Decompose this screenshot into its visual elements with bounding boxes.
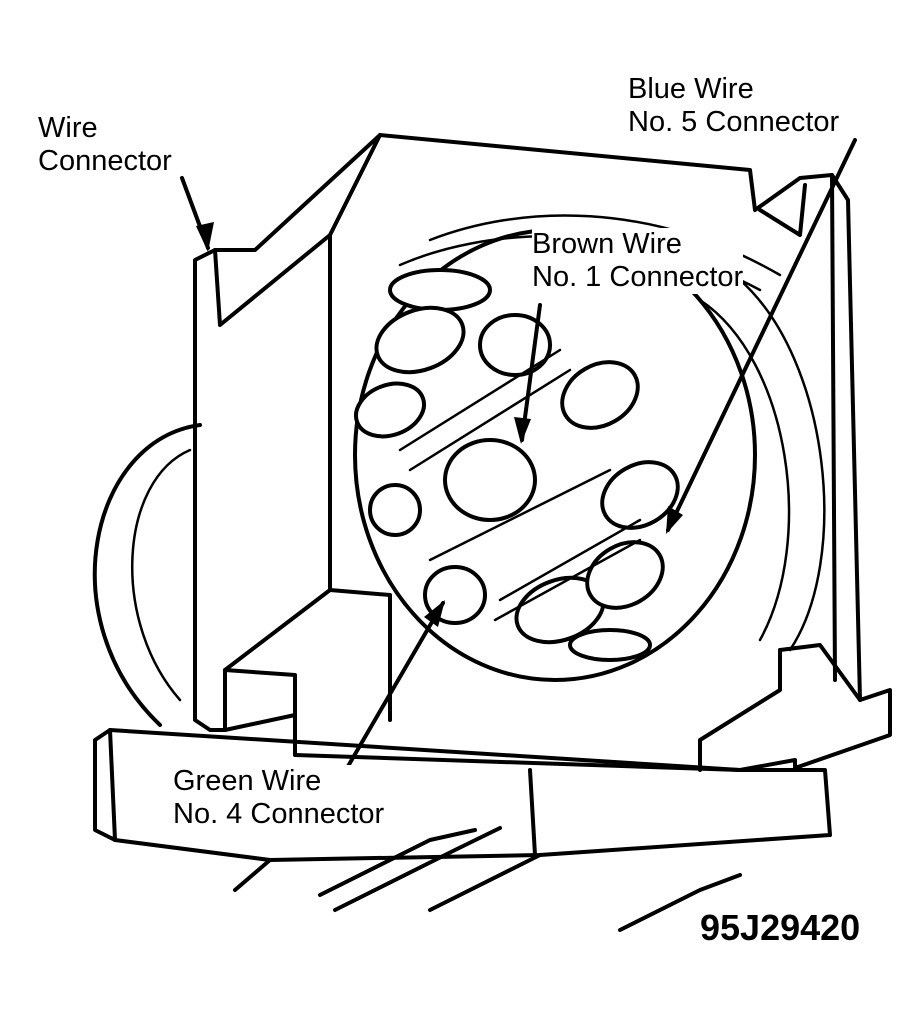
green-wire-label: Green Wire No. 4 Connector bbox=[173, 765, 385, 831]
pin bbox=[478, 313, 552, 377]
wire-lead-4 bbox=[428, 853, 542, 912]
pin bbox=[354, 381, 426, 439]
pin bbox=[600, 460, 680, 530]
pin bbox=[388, 268, 492, 312]
figure-code: 95J29420 bbox=[700, 907, 861, 948]
blue-wire-arrow bbox=[666, 138, 857, 532]
wire-lead-5 bbox=[618, 873, 742, 932]
pin bbox=[560, 360, 640, 430]
pin bbox=[368, 483, 422, 537]
green-wire-label-line2: No. 4 Connector bbox=[173, 798, 385, 830]
wire-connector-label-line2: Connector bbox=[38, 145, 172, 177]
housing-outline bbox=[193, 133, 892, 772]
blue-wire-label: Blue Wire No. 5 Connector bbox=[628, 73, 839, 139]
arrowhead bbox=[666, 506, 683, 534]
wire-lead-1 bbox=[233, 858, 272, 892]
wire-connector-label-line1: Wire bbox=[38, 112, 98, 144]
green-wire-arrow bbox=[338, 601, 445, 782]
pin bbox=[568, 628, 652, 662]
rear-boot bbox=[92, 423, 202, 727]
blue-wire-label-line1: Blue Wire bbox=[628, 73, 754, 105]
arrowhead bbox=[514, 417, 531, 444]
wire-connector-label: Wire Connector bbox=[38, 112, 172, 178]
wire-lead-3 bbox=[333, 826, 502, 912]
brown-wire-label-line1: Brown Wire bbox=[532, 228, 682, 260]
leader-arrows bbox=[180, 138, 857, 782]
base-plate bbox=[93, 728, 832, 862]
brown-wire-label: Brown Wire No. 1 Connector bbox=[532, 228, 744, 294]
pin bbox=[374, 305, 466, 375]
wire-lead-2 bbox=[318, 828, 477, 897]
pin bbox=[443, 438, 537, 522]
green-wire-label-line1: Green Wire bbox=[173, 765, 322, 797]
blue-wire-label-line2: No. 5 Connector bbox=[628, 106, 840, 138]
arrowhead bbox=[196, 222, 214, 252]
brown-wire-label-line2: No. 1 Connector bbox=[532, 261, 744, 293]
connector-pins bbox=[354, 268, 680, 662]
brown-wire-arrow bbox=[520, 303, 542, 442]
arrowhead bbox=[424, 600, 445, 627]
